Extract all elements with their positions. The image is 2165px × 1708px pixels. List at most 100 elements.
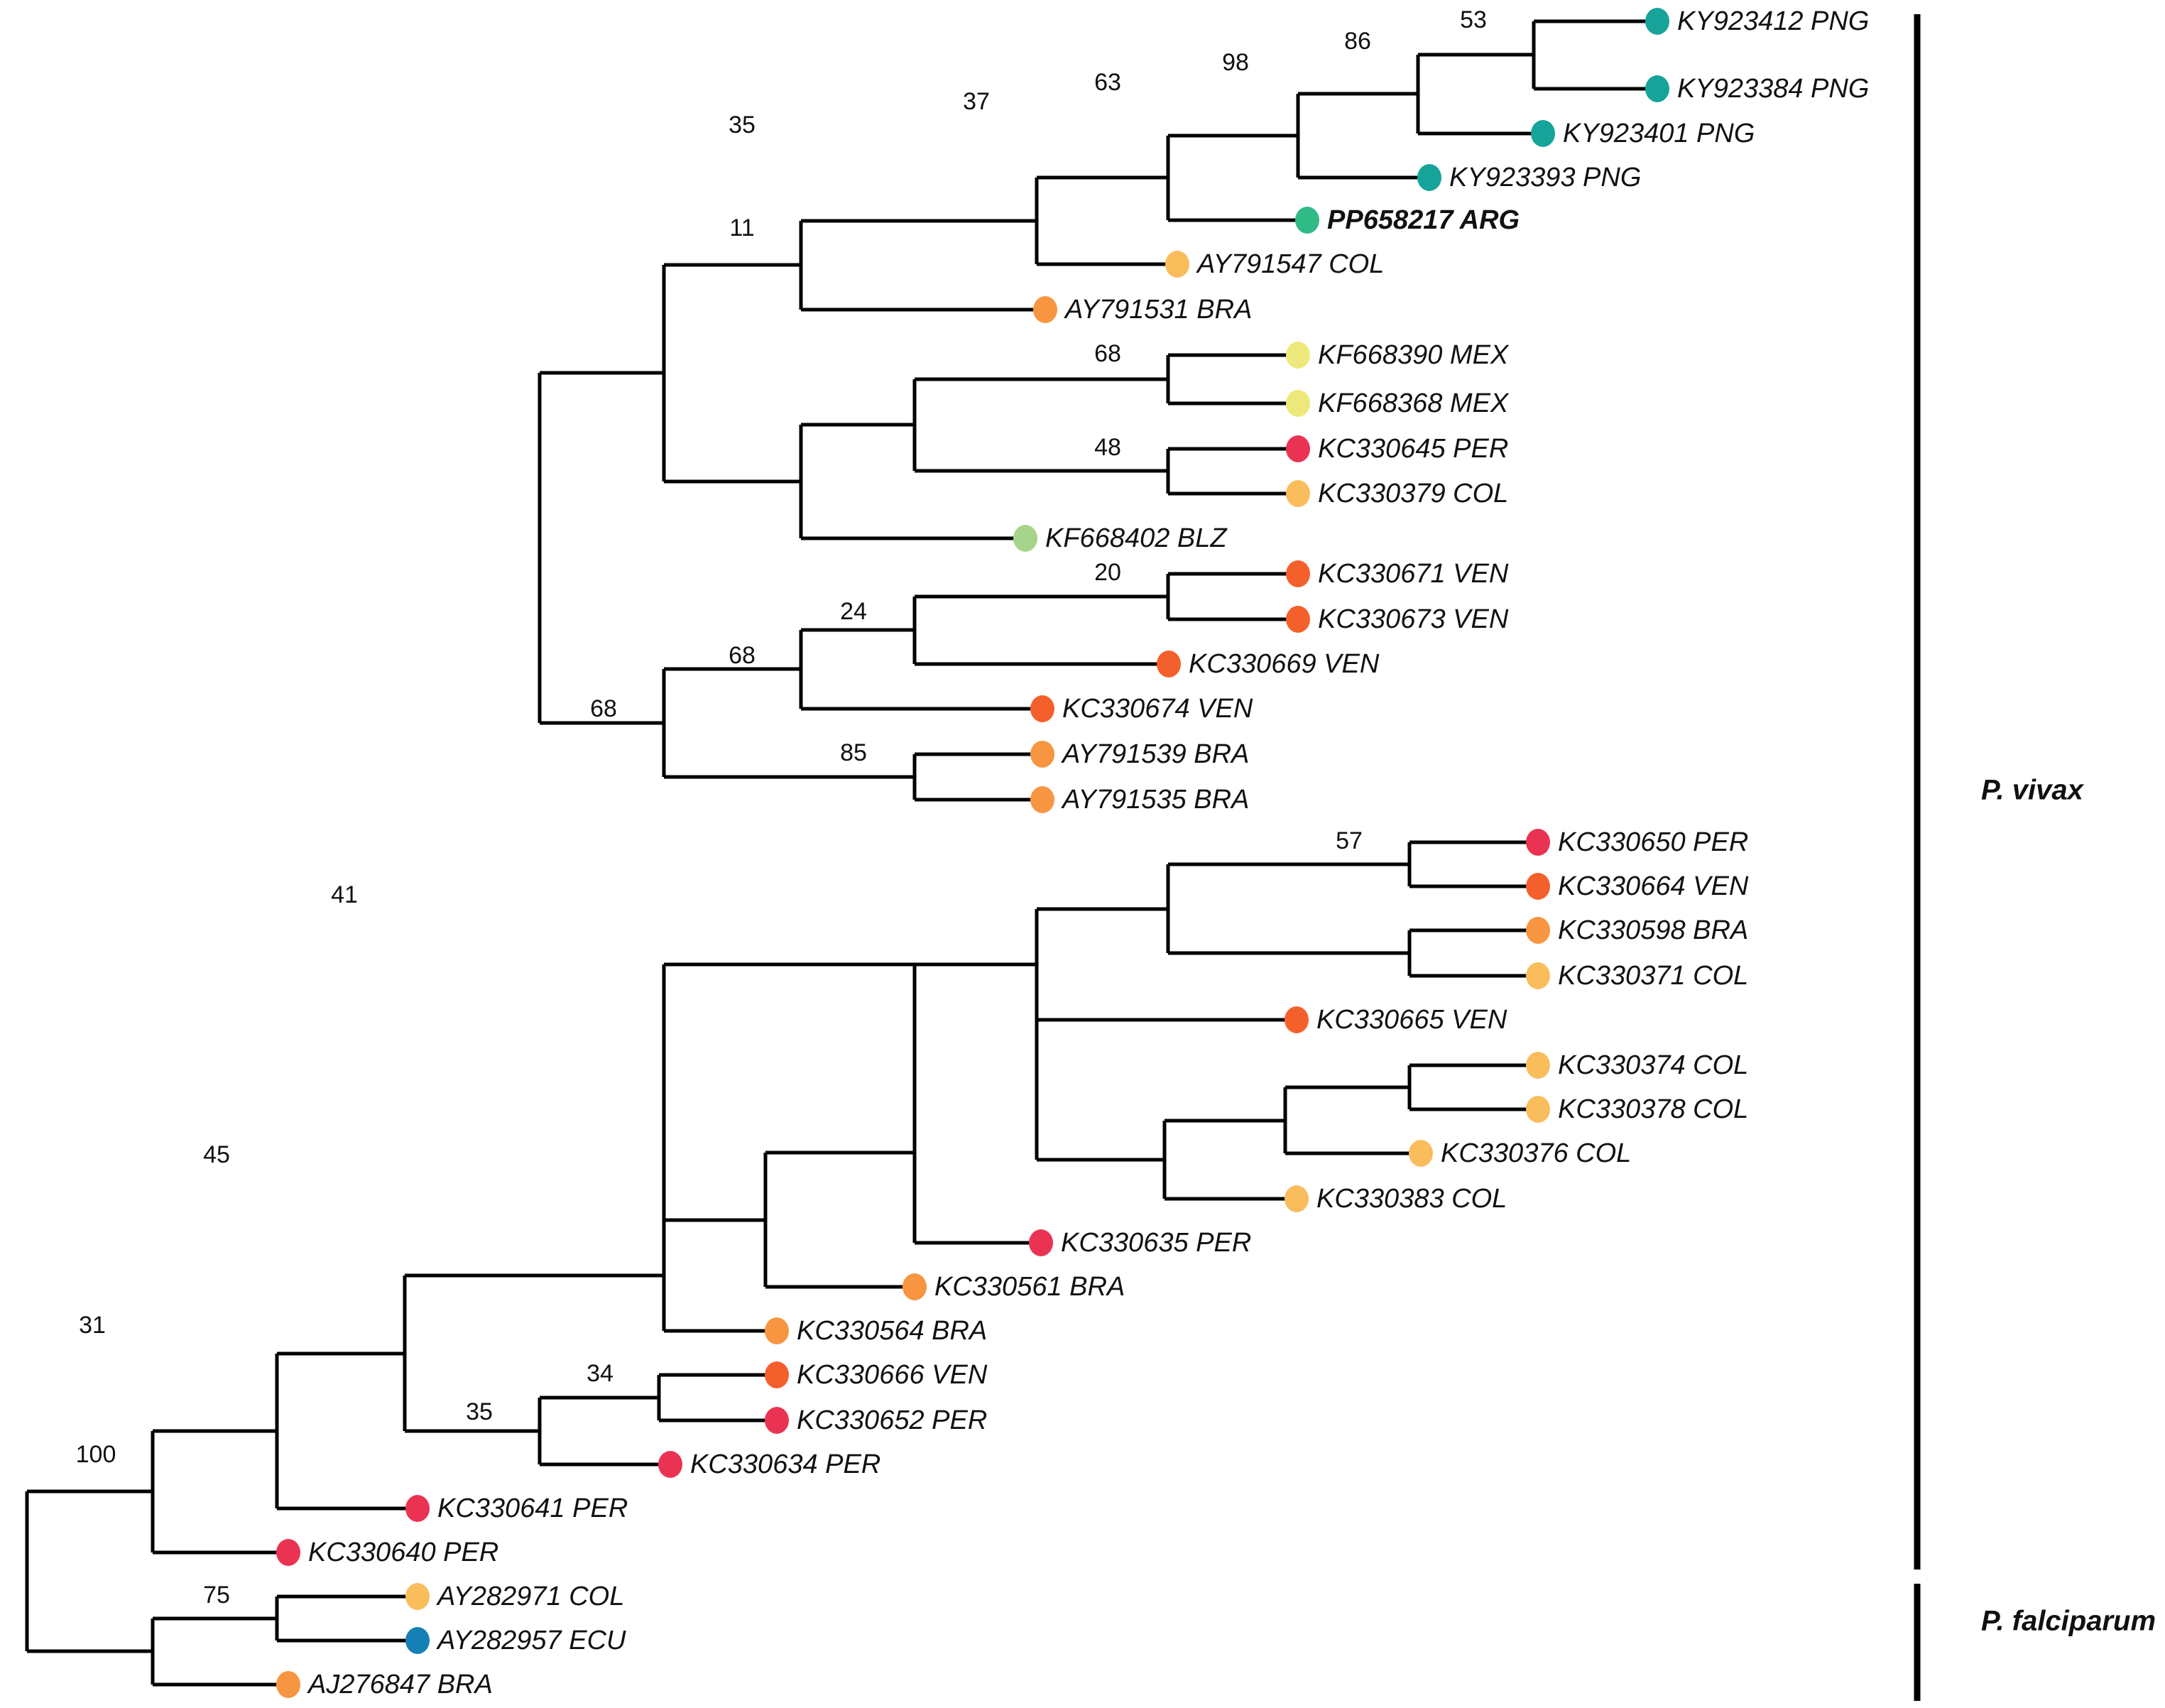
taxon-dot-png[interactable] bbox=[1645, 75, 1669, 102]
taxon-dot-ven[interactable] bbox=[1526, 873, 1550, 900]
taxon-label: PP658217 ARG bbox=[1327, 205, 1520, 235]
taxon-dot-per[interactable] bbox=[658, 1451, 682, 1478]
taxon-label: KC330374 COL bbox=[1558, 1050, 1748, 1080]
taxon-dot-col[interactable] bbox=[1526, 1096, 1550, 1123]
bootstrap-value: 35 bbox=[466, 1398, 493, 1425]
taxon-label: KY923412 PNG bbox=[1677, 6, 1869, 36]
bootstrap-values: 5386986337356848112024688568573435414531… bbox=[76, 6, 1487, 1609]
taxon-dot-col[interactable] bbox=[1285, 1185, 1309, 1212]
taxon-dot-arg[interactable] bbox=[1295, 207, 1319, 234]
taxon-dot-mex[interactable] bbox=[1286, 342, 1310, 369]
taxon-label: KC330641 PER bbox=[437, 1494, 628, 1523]
taxon-label: KY923401 PNG bbox=[1563, 119, 1755, 148]
taxon-label: KC330371 COL bbox=[1558, 961, 1748, 991]
bootstrap-value: 34 bbox=[587, 1360, 613, 1387]
species-label: P. vivax bbox=[1981, 775, 2085, 806]
taxon-label: AJ276847 BRA bbox=[307, 1670, 493, 1699]
taxon-label: KC330376 COL bbox=[1441, 1138, 1631, 1168]
bootstrap-value: 37 bbox=[963, 88, 990, 115]
taxon-dot-ven[interactable] bbox=[1285, 1006, 1309, 1033]
taxon-dot-per[interactable] bbox=[765, 1407, 789, 1434]
taxon-dot-per[interactable] bbox=[405, 1495, 430, 1522]
taxon-dot-ven[interactable] bbox=[765, 1361, 789, 1388]
taxon-label: AY791547 COL bbox=[1196, 249, 1384, 279]
tree-branches bbox=[25, 19, 1646, 1687]
taxon-label: AY282971 COL bbox=[436, 1582, 624, 1611]
bootstrap-value: 45 bbox=[203, 1141, 230, 1168]
taxon-label: KC330669 VEN bbox=[1189, 649, 1380, 679]
taxon-dot-bra[interactable] bbox=[1526, 917, 1550, 944]
taxon-dot-col[interactable] bbox=[1526, 962, 1550, 989]
taxon-dot-ven[interactable] bbox=[1157, 651, 1181, 678]
taxon-label: KC330561 BRA bbox=[934, 1272, 1125, 1302]
taxon-dot-ecu[interactable] bbox=[405, 1627, 430, 1654]
taxon-label: KC330665 VEN bbox=[1316, 1005, 1507, 1035]
taxon-dot-col[interactable] bbox=[1526, 1052, 1550, 1079]
taxon-dot-ven[interactable] bbox=[1286, 606, 1310, 633]
taxon-label: KC330564 BRA bbox=[797, 1316, 987, 1346]
taxon-label: KC330635 PER bbox=[1061, 1228, 1251, 1258]
taxon-dot-bra[interactable] bbox=[1030, 786, 1054, 813]
taxon-dot-per[interactable] bbox=[1526, 829, 1550, 856]
taxon-dot-blz[interactable] bbox=[1013, 525, 1037, 552]
bootstrap-value: 86 bbox=[1344, 28, 1371, 55]
taxon-label: KF668368 MEX bbox=[1318, 388, 1510, 418]
tree-tips: KY923412 PNG KY923384 PNG KY923401 PNG KY92… bbox=[276, 6, 1869, 1699]
taxon-dot-mex[interactable] bbox=[1286, 390, 1310, 417]
taxon-dot-bra[interactable] bbox=[765, 1317, 789, 1344]
bootstrap-value: 57 bbox=[1336, 827, 1363, 854]
bootstrap-value: 20 bbox=[1094, 559, 1121, 586]
taxon-label: KC330664 VEN bbox=[1558, 871, 1749, 901]
taxon-label: KC330652 PER bbox=[797, 1405, 987, 1435]
bootstrap-value: 68 bbox=[1094, 340, 1121, 367]
taxon-label: KC330673 VEN bbox=[1318, 604, 1509, 634]
taxon-dot-bra[interactable] bbox=[902, 1273, 927, 1300]
taxon-label: AY791539 BRA bbox=[1061, 739, 1249, 769]
taxon-dot-per[interactable] bbox=[1029, 1229, 1053, 1256]
taxon-dot-bra[interactable] bbox=[1030, 741, 1054, 768]
species-label: P. falciparum bbox=[1981, 1606, 2156, 1637]
taxon-label: KY923393 PNG bbox=[1449, 163, 1641, 192]
bootstrap-value: 85 bbox=[840, 739, 867, 766]
taxon-label: AY282957 ECU bbox=[436, 1626, 626, 1655]
taxon-label: KY923384 PNG bbox=[1677, 74, 1869, 104]
taxon-dot-col[interactable] bbox=[405, 1583, 430, 1610]
taxon-label: KC330650 PER bbox=[1558, 827, 1748, 857]
taxon-label: KC330666 VEN bbox=[797, 1360, 988, 1390]
taxon-dot-png[interactable] bbox=[1417, 164, 1441, 191]
bootstrap-value: 75 bbox=[203, 1582, 230, 1609]
clade-brackets: P. vivax P. falciparum bbox=[1914, 14, 2156, 1701]
taxon-dot-col[interactable] bbox=[1286, 480, 1310, 507]
taxon-label: KC330383 COL bbox=[1316, 1184, 1507, 1214]
taxon-label: KC330640 PER bbox=[308, 1538, 498, 1567]
bootstrap-value: 41 bbox=[331, 881, 358, 908]
taxon-dot-bra[interactable] bbox=[1033, 296, 1057, 323]
taxon-label: KF668390 MEX bbox=[1318, 340, 1510, 370]
taxon-dot-per[interactable] bbox=[1286, 435, 1310, 462]
taxon-label: KC330598 BRA bbox=[1558, 915, 1748, 945]
taxon-label: AY791531 BRA bbox=[1064, 295, 1252, 325]
taxon-dot-col[interactable] bbox=[1409, 1140, 1433, 1167]
taxon-label: KC330671 VEN bbox=[1318, 559, 1509, 589]
taxon-dot-ven[interactable] bbox=[1286, 560, 1310, 587]
taxon-dot-png[interactable] bbox=[1645, 8, 1669, 35]
bootstrap-value: 31 bbox=[79, 1312, 106, 1339]
taxon-dot-ven[interactable] bbox=[1030, 695, 1054, 722]
bootstrap-value: 35 bbox=[729, 111, 756, 138]
bootstrap-value: 53 bbox=[1460, 6, 1487, 33]
taxon-dot-bra[interactable] bbox=[276, 1671, 300, 1698]
bootstrap-value: 68 bbox=[590, 695, 617, 722]
bootstrap-value: 63 bbox=[1094, 69, 1121, 96]
bootstrap-value: 98 bbox=[1222, 49, 1249, 76]
taxon-dot-png[interactable] bbox=[1531, 120, 1555, 147]
taxon-label: KC330378 COL bbox=[1558, 1094, 1748, 1124]
bootstrap-value: 24 bbox=[840, 598, 867, 625]
taxon-dot-per[interactable] bbox=[276, 1539, 300, 1566]
taxon-dot-col[interactable] bbox=[1165, 251, 1189, 278]
bootstrap-value: 48 bbox=[1094, 434, 1121, 461]
taxon-label: KC330379 COL bbox=[1318, 479, 1508, 508]
taxon-label: AY791535 BRA bbox=[1061, 785, 1249, 815]
taxon-label: KF668402 BLZ bbox=[1045, 523, 1228, 553]
